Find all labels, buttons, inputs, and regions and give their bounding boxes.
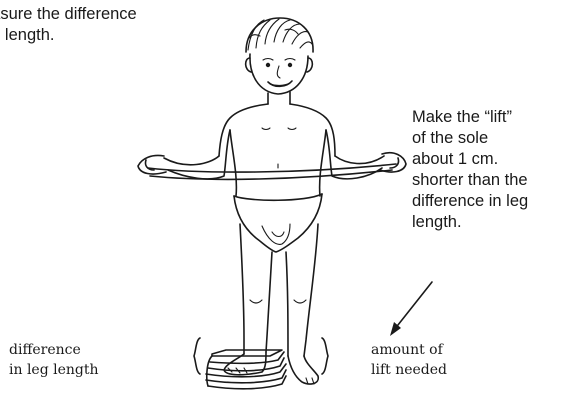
lift-instruction: Make the “lift” of the sole about 1 cm. … [412, 107, 584, 233]
lift-line-3: about 1 cm. [412, 149, 584, 170]
left-eye [266, 63, 270, 67]
right-caption-line-2: lift needed [371, 360, 531, 380]
book-stack [206, 350, 286, 389]
caption-amount-of-lift-needed: amount of lift needed [371, 340, 531, 380]
lift-line-5: difference in leg [412, 191, 584, 212]
caption-difference-in-leg-length: difference in leg length [9, 340, 169, 380]
measure-line-2: eg length. [0, 25, 282, 46]
measure-line-1: easure the difference [0, 4, 282, 25]
right-caption-line-1: amount of [371, 340, 531, 360]
lift-line-6: length. [412, 212, 584, 233]
right-eye [288, 63, 292, 67]
lift-line-4: shorter than the [412, 170, 584, 191]
right-brace [322, 338, 328, 374]
left-caption-line-1: difference [9, 340, 169, 360]
lift-line-2: of the sole [412, 128, 584, 149]
left-caption-line-2: in leg length [9, 360, 169, 380]
pointer-arrow [390, 282, 432, 336]
lift-line-1: Make the “lift” [412, 107, 584, 128]
measure-instruction: easure the difference eg length. [0, 4, 282, 46]
left-brace [194, 338, 200, 374]
